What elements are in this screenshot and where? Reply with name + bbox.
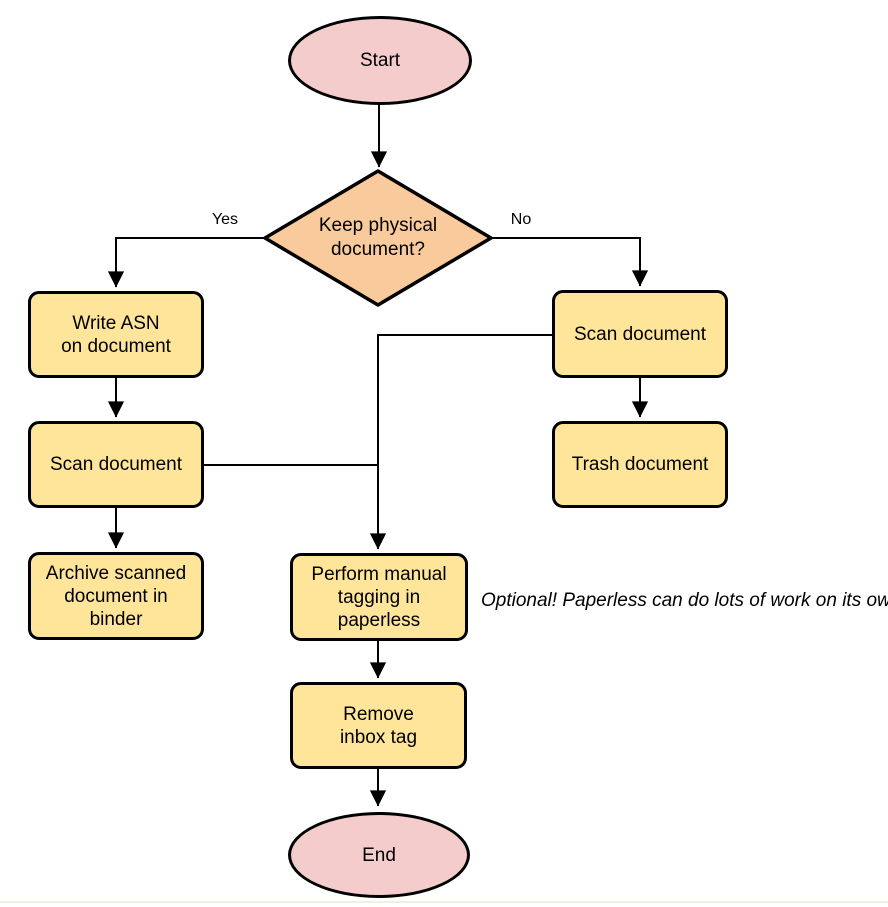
bottom-page-edge-rule (0, 901, 888, 903)
node-manual-tagging: Perform manual tagging in paperless (290, 553, 468, 641)
edge-scan-right-to-tagging (369, 334, 552, 550)
node-decision-label-line: Keep physical (318, 215, 438, 236)
node-trash-document-label: Trash document (571, 454, 709, 475)
node-scan-document-right: Scan document (552, 290, 728, 378)
node-decision-keep-physical: Keep physical document? (285, 212, 471, 264)
node-write-asn-label-line: Write ASN (72, 312, 160, 334)
node-remove-inbox-label-line: Remove (343, 703, 414, 725)
node-remove-inbox-label-line: inbox tag (339, 726, 418, 748)
node-end-label: End (362, 844, 396, 866)
node-manual-tagging-label-line: Perform manual (311, 563, 447, 585)
edge-label-no: No (510, 211, 532, 228)
node-write-asn-label-line: on document (61, 335, 171, 357)
node-scan-document-left: Scan document (28, 421, 204, 508)
annotation-optional-note: Optional! Paperless can do lots of work … (481, 589, 888, 613)
annotation-line: its own here. (842, 590, 888, 611)
node-write-asn: Write ASN on document (28, 291, 204, 378)
edge-label-yes: Yes (211, 211, 239, 228)
node-manual-tagging-label-line: tagging in (337, 586, 421, 608)
node-start: Start (288, 16, 472, 105)
node-start-label: Start (359, 50, 401, 71)
node-scan-document-right-label: Scan document (573, 323, 707, 345)
edge-decision-yes-to-write-asn (107, 237, 265, 288)
node-archive-label-line: document in (64, 585, 168, 607)
decision-diamond-shape (263, 169, 493, 307)
edge-decision-no-to-scan-right (491, 237, 649, 287)
node-manual-tagging-label-line: paperless (337, 609, 421, 631)
node-remove-inbox-tag: Remove inbox tag (290, 682, 467, 769)
node-decision-label-line: document? (330, 239, 425, 260)
node-end: End (288, 812, 470, 898)
node-archive-in-binder: Archive scanned document in binder (28, 552, 204, 640)
annotation-line: Optional! Paperless can do lots of work … (481, 590, 837, 611)
node-trash-document: Trash document (552, 421, 728, 508)
node-scan-document-left-label: Scan document (49, 454, 183, 475)
node-archive-label-line: binder (89, 608, 143, 630)
node-archive-label-line: Archive scanned (45, 562, 187, 584)
